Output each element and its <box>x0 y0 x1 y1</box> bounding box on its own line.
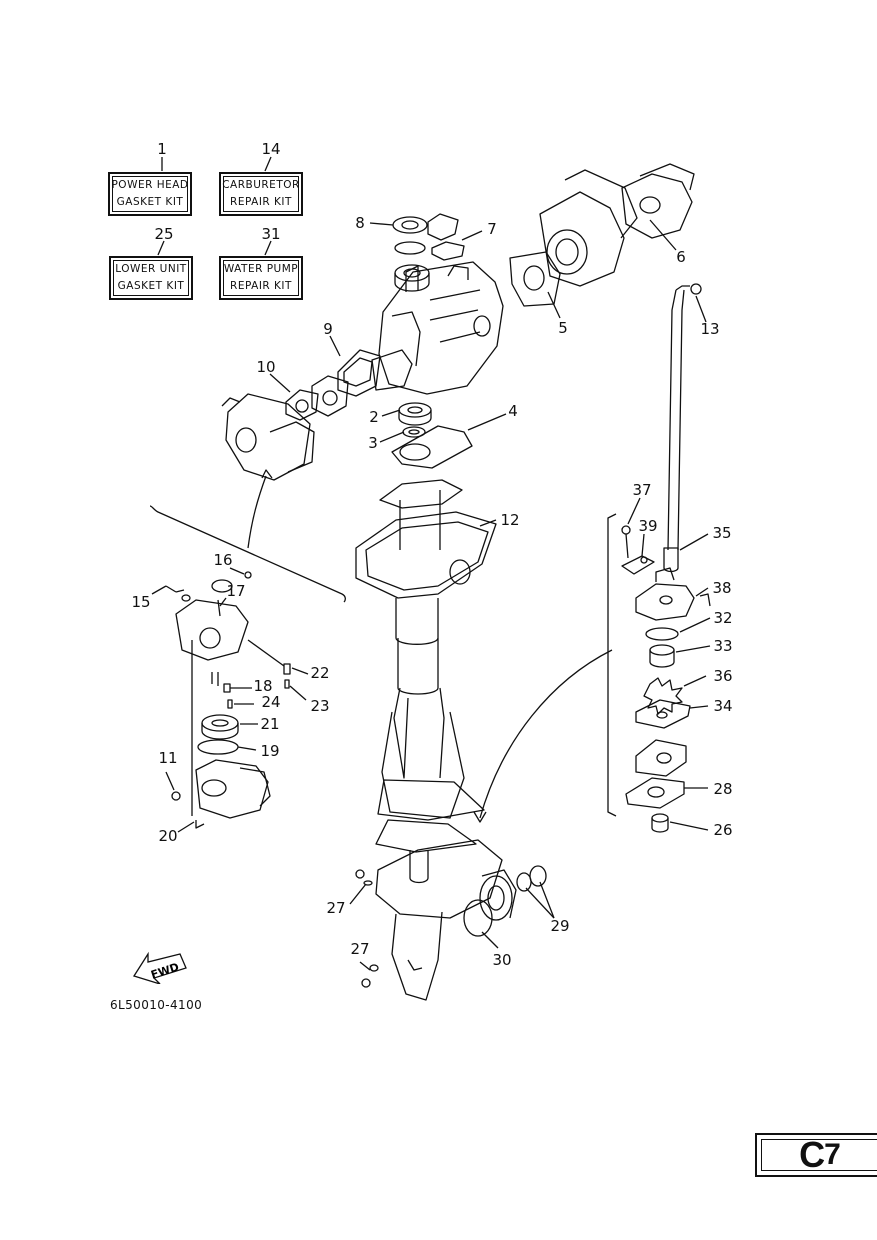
callout-12: 12 <box>500 511 520 529</box>
callout-37: 37 <box>632 481 652 499</box>
callout-28: 28 <box>713 780 733 798</box>
kit-ref-31: 31 <box>261 225 281 243</box>
kit-ref-14: 14 <box>261 140 281 158</box>
callout-23: 23 <box>310 697 330 715</box>
callout-4: 4 <box>508 402 518 420</box>
callout-20: 20 <box>158 827 178 845</box>
callout-16: 16 <box>213 551 233 569</box>
callout-15: 15 <box>131 593 151 611</box>
forward-arrow-icon: FWD <box>130 950 190 988</box>
callout-38: 38 <box>712 579 732 597</box>
callout-35: 35 <box>712 524 732 542</box>
callout-26: 26 <box>713 821 733 839</box>
callout-22: 22 <box>310 664 330 682</box>
callout-36: 36 <box>713 667 733 685</box>
callout-34: 34 <box>713 697 733 715</box>
callout-2: 2 <box>369 408 379 426</box>
callout-19: 19 <box>260 742 280 760</box>
callout-7: 7 <box>487 220 497 238</box>
callout-39: 39 <box>638 517 658 535</box>
page-tag-number: 7 <box>824 1138 841 1171</box>
kit-box-power-head: POWER HEAD GASKET KIT <box>108 172 192 216</box>
kit-box-carburetor: CARBURETOR REPAIR KIT <box>219 172 303 216</box>
callout-32: 32 <box>713 609 733 627</box>
callout-9: 9 <box>323 320 333 338</box>
callout-8: 8 <box>355 214 365 232</box>
callout-6: 6 <box>676 248 686 266</box>
callout-11: 11 <box>158 749 178 767</box>
drawing-code: 6L50010-4100 <box>110 998 203 1012</box>
kit-ref-25: 25 <box>154 225 174 243</box>
kit-ref-1: 1 <box>157 140 167 158</box>
callout-21: 21 <box>260 715 280 733</box>
callout-10: 10 <box>256 358 276 376</box>
callout-29: 29 <box>550 917 570 935</box>
page-tag-letter: C <box>799 1134 825 1175</box>
kit-box-lower-unit: LOWER UNIT GASKET KIT <box>109 256 193 300</box>
callout-27-lower: 27 <box>350 940 370 958</box>
callout-3: 3 <box>368 434 378 452</box>
callout-30: 30 <box>492 951 512 969</box>
callout-33: 33 <box>713 637 733 655</box>
callout-24: 24 <box>261 693 281 711</box>
callout-17: 17 <box>226 582 246 600</box>
callout-18: 18 <box>253 677 273 695</box>
kit-box-water-pump: WATER PUMP REPAIR KIT <box>219 256 303 300</box>
callout-27-upper: 27 <box>326 899 346 917</box>
callout-13: 13 <box>700 320 720 338</box>
callout-5: 5 <box>558 319 568 337</box>
